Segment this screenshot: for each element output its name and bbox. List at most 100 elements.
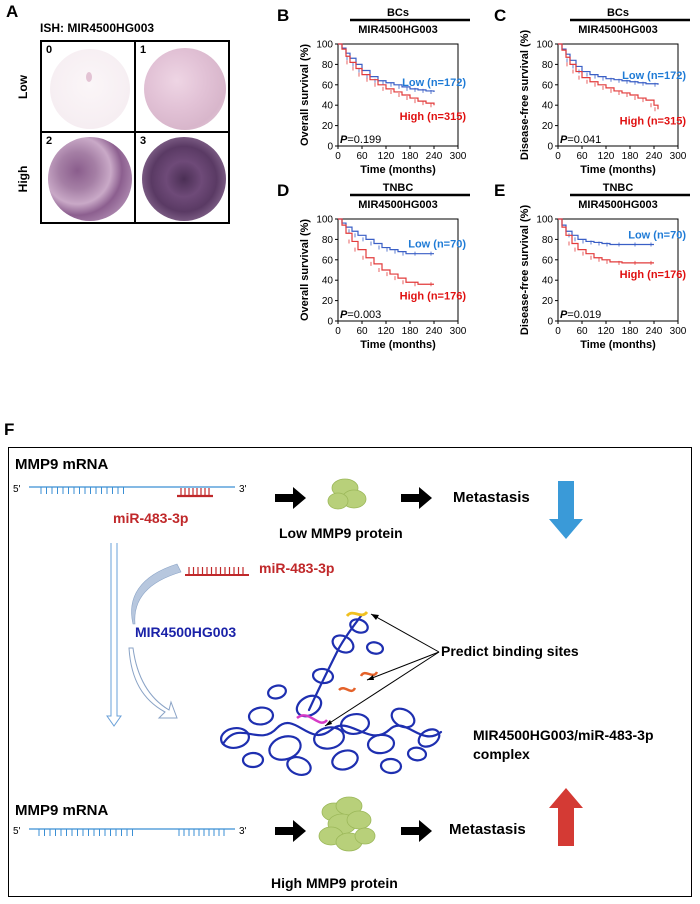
x-tick-label: 240 bbox=[646, 326, 663, 337]
metastasis-bottom-label: Metastasis bbox=[449, 821, 526, 838]
tissue-core-image bbox=[48, 137, 132, 221]
arrow-right-icon bbox=[275, 487, 306, 509]
x-tick-label: 240 bbox=[426, 326, 443, 337]
rna-loop bbox=[366, 733, 396, 755]
series-label: High (n=176) bbox=[400, 290, 467, 302]
row-label-high: High bbox=[16, 165, 30, 193]
mrna-tick-marks bbox=[38, 829, 225, 836]
y-tick-label: 60 bbox=[542, 255, 554, 266]
x-tick-label: 0 bbox=[335, 151, 341, 162]
score-label: 1 bbox=[140, 44, 147, 56]
low-protein-label: Low MMP9 protein bbox=[279, 525, 403, 541]
rna-loop bbox=[406, 746, 428, 762]
protein-icon-high bbox=[318, 796, 376, 852]
y-axis-label: Overall survival (%) bbox=[299, 44, 311, 146]
ish-cell-score-3: 3 bbox=[135, 132, 229, 223]
mirna-label-top: miR-483-3p bbox=[113, 510, 189, 526]
rna-loop bbox=[268, 735, 302, 761]
x-tick-label: 240 bbox=[426, 151, 443, 162]
complex-label-line2: complex bbox=[473, 746, 530, 762]
plot-frame bbox=[337, 218, 459, 322]
x-tick-label: 60 bbox=[576, 151, 588, 162]
x-tick-label: 0 bbox=[335, 326, 341, 337]
chart-title: TNBC bbox=[383, 182, 414, 194]
score-label: 2 bbox=[46, 135, 53, 147]
rna-loop bbox=[313, 726, 345, 750]
panel-f-letter: F bbox=[4, 420, 15, 439]
up-arrow-icon bbox=[549, 788, 583, 846]
y-tick-label: 0 bbox=[547, 142, 553, 153]
rna-loop bbox=[379, 757, 403, 775]
y-tick-label: 0 bbox=[327, 142, 333, 153]
chart-title: BCs bbox=[387, 7, 409, 19]
panel-a-letter: A bbox=[6, 2, 19, 21]
mrna-tick-marks bbox=[40, 487, 124, 494]
rna-loop bbox=[417, 728, 441, 748]
y-tick-label: 60 bbox=[322, 80, 334, 91]
chart-subtitle: MIR4500HG003 bbox=[358, 199, 438, 211]
rna-loop bbox=[331, 749, 359, 771]
y-axis-label: Overall survival (%) bbox=[299, 219, 311, 321]
x-tick-label: 300 bbox=[450, 151, 467, 162]
mirna-bound-ticks bbox=[180, 488, 210, 495]
score-label: 3 bbox=[140, 135, 147, 147]
binding-site-magenta bbox=[296, 714, 328, 724]
rna-loop bbox=[286, 756, 312, 776]
y-tick-label: 40 bbox=[322, 101, 334, 112]
metastasis-top-label: Metastasis bbox=[453, 489, 530, 506]
five-prime-bottom: 5' bbox=[13, 826, 21, 837]
complex-label-line1: MIR4500HG003/miR-483-3p bbox=[473, 727, 654, 743]
protein-icon-low bbox=[327, 478, 367, 510]
binding-site-orange bbox=[359, 671, 379, 677]
p-value-label: P=0.041 bbox=[560, 134, 601, 146]
y-tick-label: 80 bbox=[542, 235, 554, 246]
x-tick-label: 60 bbox=[576, 326, 588, 337]
schematic-drawing: 5' 3' bbox=[13, 478, 583, 852]
x-tick-label: 300 bbox=[670, 151, 687, 162]
pointer-arrowhead bbox=[371, 614, 379, 620]
arrow-right-icon bbox=[401, 820, 432, 842]
tissue-core-image bbox=[50, 49, 130, 129]
panel-a-title: ISH: MIR4500HG003 bbox=[40, 21, 155, 35]
y-tick-label: 20 bbox=[322, 296, 334, 307]
x-tick-label: 180 bbox=[402, 151, 419, 162]
pointer-arrowhead bbox=[367, 675, 374, 680]
pointer-line bbox=[370, 613, 440, 653]
rna-loop bbox=[349, 618, 369, 634]
series-label: Low (n=70) bbox=[628, 230, 686, 242]
three-prime-bottom: 3' bbox=[239, 826, 247, 837]
curved-arrow-icon bbox=[128, 647, 178, 719]
lncrna-label: MIR4500HG003 bbox=[135, 624, 237, 640]
x-tick-label: 180 bbox=[622, 326, 639, 337]
panel-d-letter: D bbox=[277, 181, 290, 200]
x-tick-label: 0 bbox=[555, 151, 561, 162]
tissue-core-image bbox=[142, 137, 226, 221]
y-tick-label: 0 bbox=[327, 317, 333, 328]
y-tick-label: 80 bbox=[542, 60, 554, 71]
x-tick-label: 120 bbox=[378, 151, 395, 162]
predict-binding-sites-label: Predict binding sites bbox=[441, 643, 579, 659]
tissue-spot bbox=[86, 72, 92, 82]
p-value-label: P=0.019 bbox=[560, 309, 601, 321]
process-arrow-down bbox=[106, 543, 122, 727]
y-tick-label: 40 bbox=[322, 276, 334, 287]
x-tick-label: 240 bbox=[646, 151, 663, 162]
series-label: Low (n=172) bbox=[402, 77, 466, 89]
pointer-arrowhead bbox=[325, 720, 332, 726]
arrow-right-icon bbox=[275, 820, 306, 842]
rna-backbone bbox=[307, 614, 363, 712]
x-tick-label: 120 bbox=[378, 326, 395, 337]
y-tick-label: 80 bbox=[322, 235, 334, 246]
x-tick-label: 120 bbox=[598, 326, 615, 337]
rna-loop bbox=[295, 694, 323, 718]
pointer-line bbox=[324, 651, 440, 727]
rna-backbone bbox=[221, 721, 443, 746]
x-tick-label: 0 bbox=[555, 326, 561, 337]
mirna-label-free: miR-483-3p bbox=[259, 560, 335, 576]
three-prime-top: 3' bbox=[239, 484, 247, 495]
chart-subtitle: MIR4500HG003 bbox=[578, 24, 658, 36]
y-tick-label: 60 bbox=[322, 255, 334, 266]
binding-site-yellow bbox=[345, 610, 369, 618]
binding-site-orange bbox=[338, 687, 357, 693]
